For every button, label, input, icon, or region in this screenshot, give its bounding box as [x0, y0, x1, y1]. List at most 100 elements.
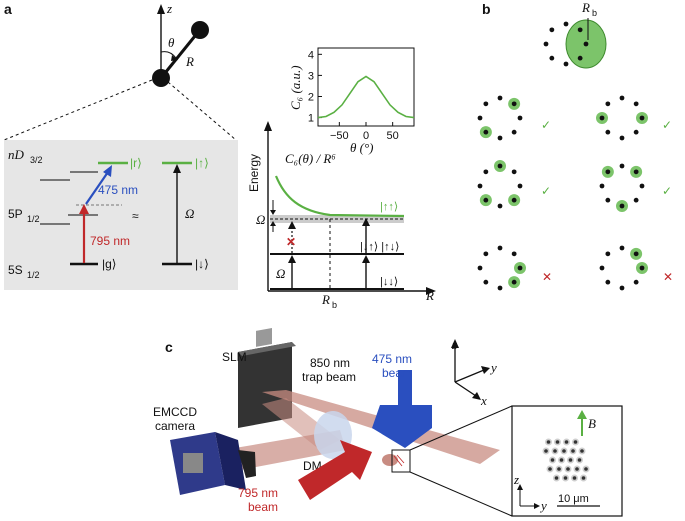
panel-b-rb-label: R	[581, 0, 590, 15]
panel-b-label: b	[482, 1, 491, 17]
c6-x-tick-label: 0	[363, 130, 369, 142]
inset-y-label: y	[539, 498, 547, 513]
atom-dot	[483, 169, 489, 175]
level-nd-subscript: 3/2	[30, 155, 43, 165]
inset-atom	[580, 449, 584, 453]
level-diagram: nD 3/2 5P 1/2 5S 1/2 |r⟩ |g⟩ 795 nm 475 …	[4, 140, 238, 290]
atom-dot	[511, 169, 517, 175]
dichroic-mirror	[314, 411, 352, 459]
panel-c-label: c	[165, 339, 173, 355]
blockade-cross: ✕	[286, 235, 296, 249]
experimental-setup: SLM 850 nm trap beam EMCCD camera DM 475…	[153, 328, 623, 517]
atom-dot	[511, 129, 517, 135]
c6-ylabel: C₆ (a.u.)	[288, 65, 303, 110]
inset-atom	[581, 476, 586, 480]
red-beam-label-2: beam	[248, 500, 278, 514]
atom-dot	[497, 203, 503, 209]
inset-atom	[571, 449, 575, 453]
atom-dot	[639, 265, 645, 271]
atom-dot	[639, 183, 645, 189]
atom-dot	[563, 21, 569, 27]
atom-dot	[633, 129, 639, 135]
atom-dot	[477, 265, 483, 271]
inset-atom	[554, 476, 559, 480]
red-beam-label-1: 795 nm	[238, 486, 278, 500]
atom-dot	[605, 129, 611, 135]
atom-dot	[511, 197, 517, 203]
c6-y-tick-label: 3	[308, 70, 314, 82]
rb-label: R	[321, 292, 330, 307]
geometry-z-label: z	[166, 1, 172, 16]
atom-dot	[563, 61, 569, 67]
atom-dot	[483, 101, 489, 107]
c6-x-tick-label: 50	[387, 130, 399, 142]
atom-dot	[599, 265, 605, 271]
approx-symbol: ≈	[132, 209, 139, 223]
ket-g-label: |g⟩	[102, 257, 116, 271]
atom-2	[191, 21, 209, 39]
ket-upup-label: |↑↑⟩	[380, 201, 398, 213]
atom-dot	[483, 197, 489, 203]
atom-dot	[549, 55, 555, 61]
axis-y-label: y	[489, 360, 497, 375]
inset-atom	[546, 440, 551, 444]
blockade-radius-ring	[543, 18, 607, 69]
inset-scale-label: 10 μm	[558, 493, 589, 505]
atom-dot	[619, 135, 625, 141]
atom-dot	[497, 285, 503, 291]
level-5p-subscript: 1/2	[27, 214, 40, 224]
blue-beam-label-1: 475 nm	[372, 352, 412, 366]
geometry-theta-label: θ	[168, 35, 175, 50]
focus-box	[391, 449, 411, 473]
level-nd-label: nD	[8, 147, 25, 162]
atom-dot	[549, 27, 555, 33]
config-ring-5	[477, 245, 526, 291]
atom-dot	[497, 245, 503, 251]
c6-x-tick-label: −50	[330, 130, 349, 142]
atom-dot	[605, 101, 611, 107]
camera-label-1: EMCCD	[153, 405, 197, 419]
config-cross-2: ✕	[663, 270, 673, 284]
config-ring-4	[599, 163, 645, 212]
inset-b-label: B	[588, 416, 596, 431]
inset-atom	[559, 458, 564, 462]
vdw-curve	[274, 175, 405, 218]
atom-pair-geometry: z θ R	[3, 1, 237, 141]
atom-dot	[605, 197, 611, 203]
c6-xlabel: θ (°)	[350, 140, 374, 155]
c6-y-tick-label: 1	[308, 113, 314, 125]
atom-dot	[577, 27, 583, 33]
ket-down-label: |↓⟩	[195, 257, 209, 271]
trap-beam-label-1: 850 nm	[310, 356, 350, 370]
inset-atom	[564, 440, 569, 444]
inset-atom	[555, 440, 560, 444]
atom-dot	[477, 183, 483, 189]
inset-atom	[553, 449, 557, 453]
atom-dot	[633, 251, 639, 257]
inset-atom	[566, 467, 570, 471]
atom-dot	[605, 169, 611, 175]
config-check-2: ✓	[662, 118, 672, 132]
atom-dot	[639, 115, 645, 121]
atom-dot	[633, 197, 639, 203]
config-check-4: ✓	[662, 184, 672, 198]
rb-subscript: b	[332, 300, 337, 310]
atom-dot	[619, 245, 625, 251]
atom-dot	[517, 183, 523, 189]
inset-atom	[568, 458, 573, 462]
blue-beam-475	[372, 370, 432, 448]
vdw-curve-label: C₆(θ) / R⁶	[285, 151, 336, 166]
config-cross-1: ✕	[542, 270, 552, 284]
level-5s-subscript: 1/2	[27, 270, 40, 280]
atom-dot	[497, 163, 503, 169]
axis-z-label: z	[451, 337, 457, 352]
inset-atom	[550, 458, 555, 462]
ket-downdown-label: |↓↓⟩	[380, 276, 398, 288]
atom-dot	[599, 183, 605, 189]
omega-left-label: Ω	[256, 212, 265, 227]
atom-dot	[511, 101, 517, 107]
laser-475-label: 475 nm	[98, 183, 138, 197]
atom-dot	[511, 251, 517, 257]
atom-dot	[477, 115, 483, 121]
atom-dot	[619, 95, 625, 101]
